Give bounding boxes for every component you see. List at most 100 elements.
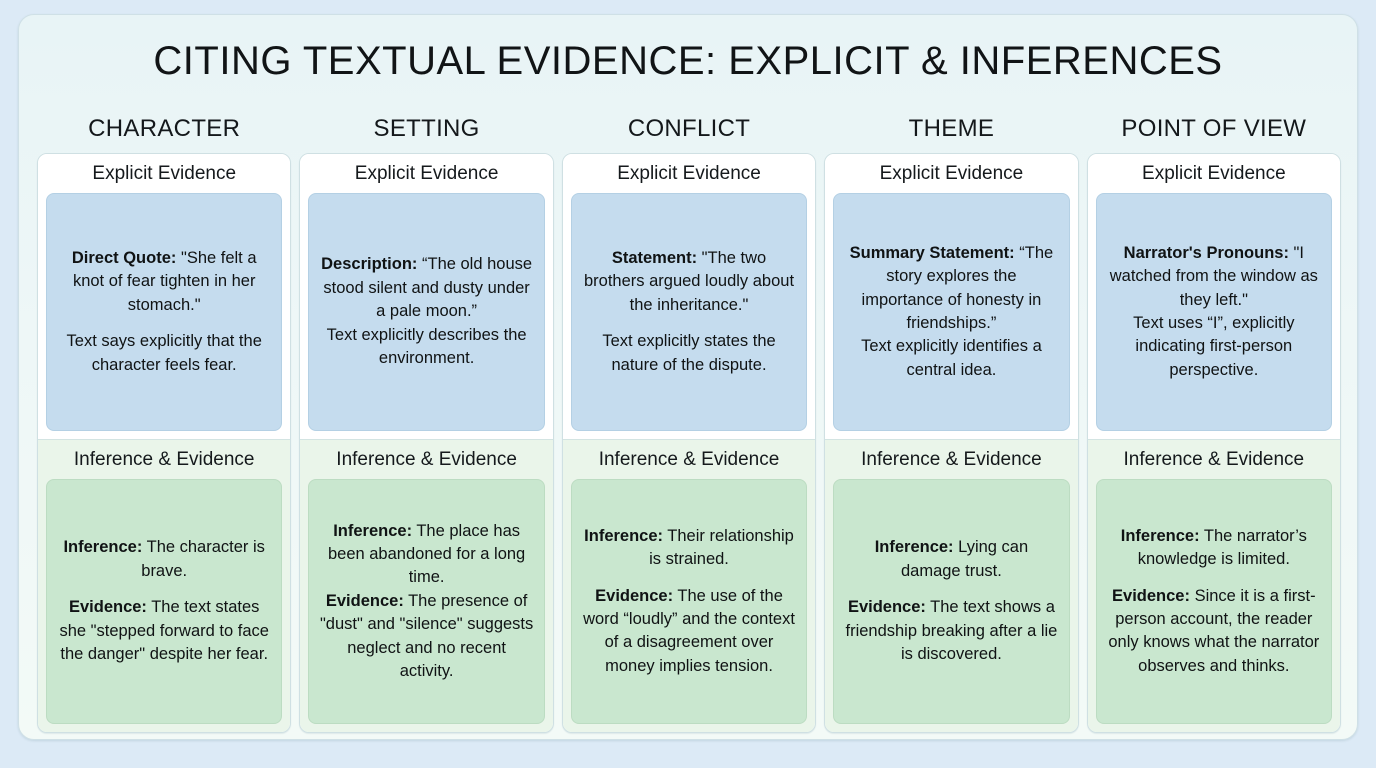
inference-section-title: Inference & Evidence — [598, 449, 780, 471]
explicit-label-1: Summary Statement: — [849, 243, 1015, 262]
inference-label-1: Inference: — [63, 538, 143, 557]
column-header: SETTING — [373, 115, 480, 142]
inference-evidence-text: Inference: The narrator’s knowledge is l… — [1106, 525, 1322, 679]
inference-body-2: The use of the word “loudly” and the con… — [583, 586, 795, 675]
inference-evidence-box[interactable]: Inference: Their relationship is straine… — [570, 479, 808, 724]
poster-panel: CITING TEXTUAL EVIDENCE: EXPLICIT & INFE… — [18, 14, 1358, 740]
explicit-evidence-text: Statement: "The two brothers argued loud… — [581, 247, 797, 377]
inference-section: Inference & Evidence Inference: The char… — [38, 440, 291, 732]
inference-label-2: Evidence: — [595, 586, 674, 605]
inference-evidence-box[interactable]: Inference: Lying can damage trust. Evide… — [833, 479, 1070, 724]
explicit-evidence-box[interactable]: Statement: "The two brothers argued loud… — [570, 193, 808, 432]
inference-line-1: Inference: The place has been abandoned … — [318, 520, 534, 590]
explicit-evidence-box[interactable]: Direct Quote: "She felt a knot of fear t… — [46, 193, 283, 432]
inference-label-1: Inference: — [874, 538, 954, 557]
explicit-line-2: Text uses “I”, explicitly indicating fir… — [1106, 312, 1322, 382]
inference-body-1: Their relationship is strained. — [649, 526, 794, 569]
inference-evidence-text: Inference: The character is brave. Evide… — [56, 536, 272, 666]
inference-line-2: Evidence: The text shows a friendship br… — [843, 596, 1059, 666]
explicit-section-title: Explicit Evidence — [617, 163, 761, 184]
inference-section: Inference & Evidence Inference: The plac… — [300, 440, 553, 732]
explicit-body-2: Text explicitly describes the environmen… — [326, 325, 527, 368]
explicit-evidence-box[interactable]: Description: “The old house stood silent… — [308, 193, 545, 432]
column-card[interactable]: Explicit Evidence Narrator's Pronouns: "… — [1086, 153, 1342, 733]
column-header: CONFLICT — [627, 115, 751, 142]
explicit-body-1: "I watched from the window as they left.… — [1109, 243, 1318, 309]
explicit-section-title: Explicit Evidence — [354, 163, 499, 184]
inference-body-1: The character is brave. — [141, 538, 265, 580]
inference-body-2: Since it is a first-person account, the … — [1108, 586, 1320, 675]
explicit-body-1: "The two brothers argued loudly about th… — [583, 248, 795, 314]
explicit-evidence-box[interactable]: Summary Statement: “The story explores t… — [833, 193, 1070, 432]
inference-line-1: Inference: Lying can damage trust. — [843, 536, 1059, 583]
inference-body-2: The text shows a friendship breaking aft… — [845, 598, 1058, 664]
column-point-of-view: POINT OF VIEW Explicit Evidence Narrator… — [1086, 115, 1342, 733]
column-card[interactable]: Explicit Evidence Summary Statement: “Th… — [824, 153, 1079, 733]
inference-section-title: Inference & Evidence — [73, 449, 255, 471]
inference-body-1: The place has been abandoned for a long … — [327, 521, 526, 587]
column-header: THEME — [908, 115, 995, 142]
inference-body-2: The text states she "stepped forward to … — [59, 598, 269, 664]
inference-line-1: Inference: The character is brave. — [56, 536, 272, 583]
inference-evidence-box[interactable]: Inference: The place has been abandoned … — [308, 479, 545, 724]
column-card[interactable]: Explicit Evidence Statement: "The two br… — [561, 153, 817, 733]
inference-body-2: The presence of "dust" and "silence" sug… — [319, 591, 534, 681]
explicit-line-2: Text explicitly identifies a central ide… — [843, 335, 1059, 382]
column-setting: SETTING Explicit Evidence Description: “… — [299, 115, 554, 733]
inference-label-2: Evidence: — [1112, 586, 1190, 605]
inference-line-2: Evidence: Since it is a first-person acc… — [1106, 585, 1322, 679]
explicit-line-1: Summary Statement: “The story explores t… — [843, 242, 1059, 336]
explicit-body-1: “The story explores the importance of ho… — [861, 243, 1054, 332]
column-card[interactable]: Explicit Evidence Direct Quote: "She fel… — [37, 153, 292, 733]
explicit-line-2: Text explicitly states the nature of the… — [581, 330, 797, 377]
explicit-section: Explicit Evidence Statement: "The two br… — [562, 154, 816, 441]
explicit-body-1: “The old house stood silent and dusty un… — [323, 255, 533, 321]
explicit-evidence-text: Description: “The old house stood silent… — [318, 253, 534, 370]
explicit-section-title: Explicit Evidence — [879, 163, 1024, 184]
explicit-evidence-text: Narrator's Pronouns: "I watched from the… — [1106, 242, 1322, 383]
explicit-evidence-box[interactable]: Narrator's Pronouns: "I watched from the… — [1095, 193, 1333, 432]
inference-section: Inference & Evidence Inference: Lying ca… — [825, 440, 1078, 732]
explicit-body-2: Text explicitly states the nature of the… — [602, 332, 776, 374]
explicit-label-1: Narrator's Pronouns: — [1123, 243, 1289, 262]
explicit-label-1: Description: — [321, 255, 418, 274]
explicit-body-1: "She felt a knot of fear tighten in her … — [72, 248, 257, 314]
inference-evidence-text: Inference: The place has been abandoned … — [318, 520, 534, 684]
explicit-section-title: Explicit Evidence — [1142, 163, 1286, 184]
inference-evidence-text: Inference: Their relationship is straine… — [581, 525, 797, 679]
inference-label-1: Inference: — [333, 521, 413, 540]
inference-evidence-box[interactable]: Inference: The narrator’s knowledge is l… — [1095, 479, 1333, 724]
inference-section-title: Inference & Evidence — [1123, 449, 1305, 471]
explicit-section: Explicit Evidence Direct Quote: "She fel… — [38, 154, 291, 441]
explicit-body-2: Text says explicitly that the character … — [66, 332, 262, 374]
explicit-evidence-text: Direct Quote: "She felt a knot of fear t… — [56, 247, 272, 377]
inference-body-1: The narrator’s knowledge is limited. — [1137, 526, 1307, 569]
explicit-body-2: Text explicitly identifies a central ide… — [861, 337, 1042, 379]
inference-label-1: Inference: — [584, 526, 664, 545]
inference-line-1: Inference: The narrator’s knowledge is l… — [1106, 525, 1322, 572]
column-card[interactable]: Explicit Evidence Description: “The old … — [299, 153, 554, 733]
inference-evidence-box[interactable]: Inference: The character is brave. Evide… — [46, 479, 283, 724]
inference-section: Inference & Evidence Inference: Their re… — [562, 440, 816, 732]
inference-section-title: Inference & Evidence — [336, 449, 517, 471]
inference-body-1: Lying can damage trust. — [900, 538, 1029, 580]
page-title: CITING TEXTUAL EVIDENCE: EXPLICIT & INFE… — [153, 39, 1223, 83]
explicit-line-1: Statement: "The two brothers argued loud… — [581, 247, 797, 317]
explicit-line-2: Text explicitly describes the environmen… — [318, 324, 534, 371]
explicit-section: Explicit Evidence Summary Statement: “Th… — [825, 154, 1078, 441]
inference-evidence-text: Inference: Lying can damage trust. Evide… — [843, 536, 1059, 666]
column-theme: THEME Explicit Evidence Summary Statemen… — [824, 115, 1079, 733]
explicit-section: Explicit Evidence Narrator's Pronouns: "… — [1087, 154, 1341, 441]
inference-label-2: Evidence: — [325, 591, 404, 610]
column-conflict: CONFLICT Explicit Evidence Statement: "T… — [561, 115, 817, 733]
inference-section-title: Inference & Evidence — [861, 449, 1042, 471]
inference-label-1: Inference: — [1120, 526, 1200, 545]
explicit-section: Explicit Evidence Description: “The old … — [300, 154, 553, 441]
column-character: CHARACTER Explicit Evidence Direct Quote… — [37, 115, 292, 733]
explicit-label-1: Direct Quote: — [71, 248, 177, 267]
explicit-section-title: Explicit Evidence — [92, 163, 237, 184]
column-header: POINT OF VIEW — [1121, 115, 1307, 142]
inference-line-2: Evidence: The presence of "dust" and "si… — [318, 590, 534, 684]
inference-line-1: Inference: Their relationship is straine… — [581, 525, 797, 572]
explicit-line-1: Description: “The old house stood silent… — [318, 253, 534, 323]
